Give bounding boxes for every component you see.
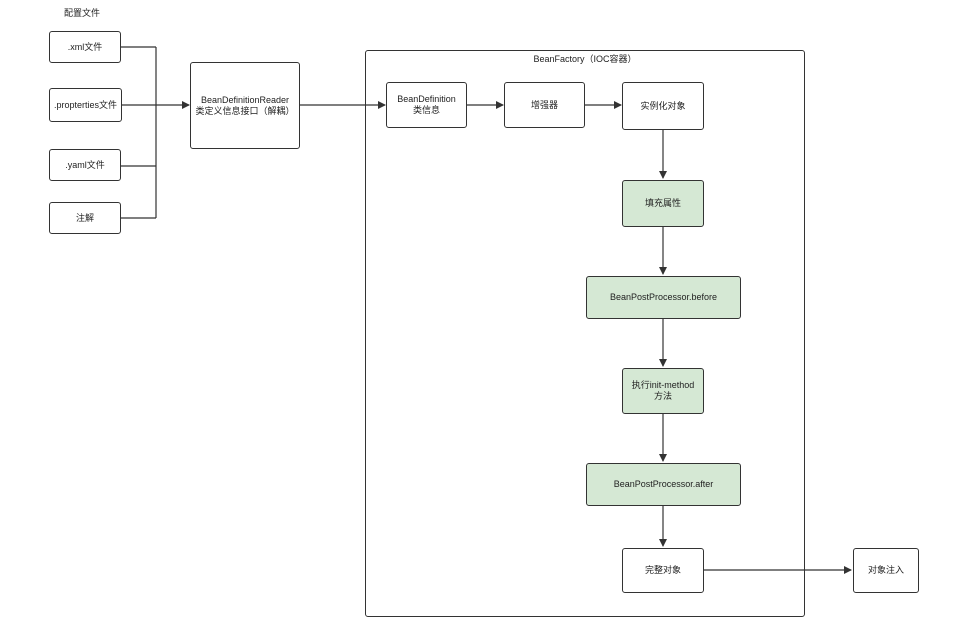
object-injection-label: 对象注入 xyxy=(867,565,904,575)
init-method-line2: 方法 xyxy=(653,391,672,401)
enhancer-node[interactable]: 增强器 xyxy=(504,82,585,128)
source-yaml[interactable]: .yaml文件 xyxy=(49,149,121,181)
reader-line1: BeanDefinitionReader xyxy=(200,94,290,105)
complete-object-label: 完整对象 xyxy=(644,565,681,575)
post-processor-before-node[interactable]: BeanPostProcessor.before xyxy=(586,276,741,319)
instantiate-node[interactable]: 实例化对象 xyxy=(622,82,704,130)
bean-factory-title: BeanFactory（IOC容器） xyxy=(533,54,637,64)
init-method-node[interactable]: 执行init-method 方法 xyxy=(622,368,704,414)
bean-definition-reader[interactable]: BeanDefinitionReader 类定义信息接口（解耦） xyxy=(190,62,300,149)
enhancer-label: 增强器 xyxy=(530,99,558,110)
populate-label: 填充属性 xyxy=(644,198,681,208)
populate-node[interactable]: 填充属性 xyxy=(622,180,704,227)
post-processor-after-label: BeanPostProcessor.after xyxy=(613,479,714,489)
config-group-label: 配置文件 xyxy=(64,8,101,18)
source-properties[interactable]: .propterties文件 xyxy=(49,88,122,122)
source-properties-label: .propterties文件 xyxy=(53,99,118,110)
instantiate-label: 实例化对象 xyxy=(640,100,686,111)
bean-definition-line2: 类信息 xyxy=(412,105,440,115)
object-injection-node[interactable]: 对象注入 xyxy=(853,548,919,593)
post-processor-before-label: BeanPostProcessor.before xyxy=(609,292,718,302)
complete-object-node[interactable]: 完整对象 xyxy=(622,548,704,593)
bean-factory-container: BeanFactory（IOC容器） xyxy=(365,50,805,617)
reader-line2: 类定义信息接口（解耦） xyxy=(195,105,295,116)
source-annotation-label: 注解 xyxy=(75,212,94,223)
source-yaml-label: .yaml文件 xyxy=(65,159,105,170)
init-method-line1: 执行init-method xyxy=(631,380,695,390)
bean-definition-line1: BeanDefinition xyxy=(397,94,456,104)
source-xml-label: .xml文件 xyxy=(67,41,103,52)
source-annotation[interactable]: 注解 xyxy=(49,202,121,234)
bean-definition-node[interactable]: BeanDefinition 类信息 xyxy=(386,82,467,128)
post-processor-after-node[interactable]: BeanPostProcessor.after xyxy=(586,463,741,506)
source-xml[interactable]: .xml文件 xyxy=(49,31,121,63)
